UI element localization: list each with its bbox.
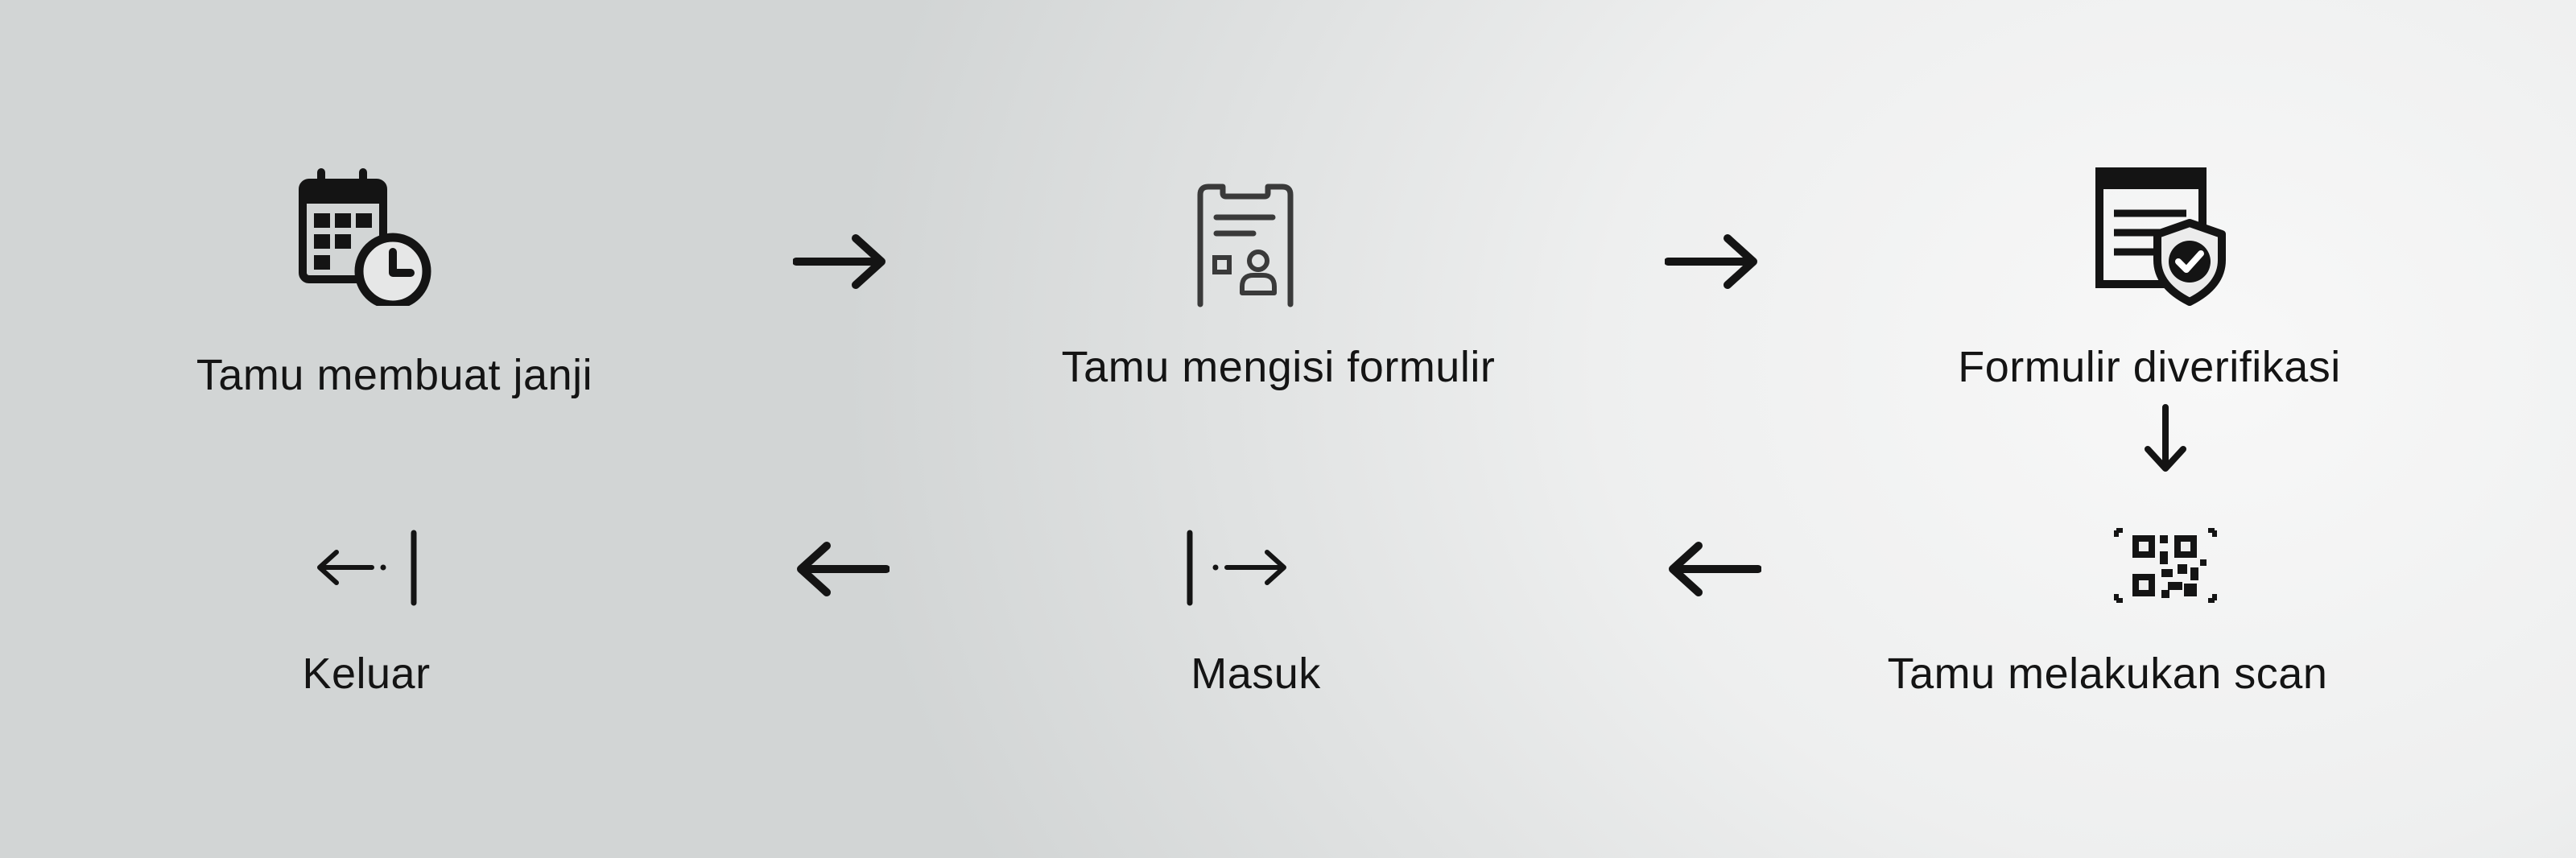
exit-icon (317, 530, 417, 606)
form-clipboard-icon (1197, 184, 1294, 307)
arrow-down-icon (2145, 404, 2186, 472)
enter-icon (1187, 530, 1286, 606)
arrow-left-icon (797, 542, 890, 596)
step-label-fill-form: Tamu mengisi formulir (1061, 343, 1496, 391)
verified-document-icon (2095, 167, 2226, 306)
qr-code-scan-icon (2114, 528, 2217, 603)
step-label-exit: Keluar (302, 650, 431, 698)
step-label-scan: Tamu melakukan scan (1887, 650, 2328, 698)
step-label-enter: Masuk (1191, 650, 1321, 698)
arrow-right-icon (793, 234, 886, 289)
step-label-form-verified: Formulir diverifikasi (1958, 343, 2341, 391)
calendar-clock-icon (299, 168, 431, 306)
step-label-make-appointment: Tamu membuat janji (196, 351, 593, 399)
arrow-left-icon (1669, 542, 1761, 596)
arrow-right-icon (1665, 234, 1757, 289)
